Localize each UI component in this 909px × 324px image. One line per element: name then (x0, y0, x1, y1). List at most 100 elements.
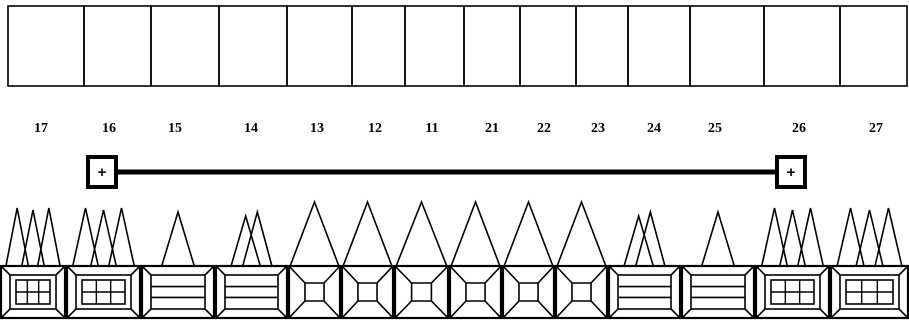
chart-box-26 (764, 6, 840, 86)
crown-outline (682, 266, 754, 318)
tooth-roots (396, 202, 447, 266)
chart-box-23 (576, 6, 628, 86)
tooth-27 (831, 208, 908, 318)
root-outline (6, 208, 28, 266)
crown-outline (609, 266, 680, 318)
tooth-crown (831, 266, 908, 318)
tooth-crown (756, 266, 829, 318)
tooth-roots (624, 212, 665, 266)
tooth-21 (450, 202, 501, 318)
root-outline (504, 202, 553, 266)
tooth-14 (216, 212, 287, 318)
tooth-number-label: 13 (310, 121, 324, 137)
chart-box-11 (405, 6, 464, 86)
tooth-number-label: 27 (869, 121, 883, 137)
tooth-crown (342, 266, 393, 318)
tooth-number-label: 21 (485, 121, 499, 137)
root-outline (38, 208, 60, 266)
tooth-roots (557, 202, 606, 266)
tooth-crown (682, 266, 754, 318)
tooth-roots (343, 202, 392, 266)
tooth-crown (1, 266, 65, 318)
tooth-number-label: 17 (34, 121, 48, 137)
chart-box-12 (352, 6, 405, 86)
root-outline (702, 212, 735, 266)
root-outline (875, 208, 902, 266)
tooth-17 (1, 208, 65, 318)
tooth-15 (142, 212, 214, 318)
tooth-roots (73, 208, 135, 266)
root-outline (73, 208, 99, 266)
root-outline (837, 208, 864, 266)
tooth-crown (395, 266, 448, 318)
tooth-roots (837, 208, 902, 266)
root-outline (557, 202, 606, 266)
root-outline (762, 208, 788, 266)
tooth-number-label: 26 (792, 121, 806, 137)
tooth-number-label: 25 (708, 121, 722, 137)
tooth-13 (289, 202, 340, 318)
tooth-crown (289, 266, 340, 318)
crown-outline (216, 266, 287, 318)
chart-box-13 (287, 6, 352, 86)
tooth-number-label: 23 (591, 121, 605, 137)
root-outline (343, 202, 392, 266)
abutment-symbol: + (98, 164, 107, 181)
chart-box-21 (464, 6, 520, 86)
tooth-number-label: 22 (537, 121, 551, 137)
chart-box-17 (8, 6, 84, 86)
root-outline (451, 202, 500, 266)
chart-box-22 (520, 6, 576, 86)
tooth-number-label: 16 (102, 121, 116, 137)
tooth-roots (6, 208, 60, 266)
tooth-24 (609, 212, 680, 318)
tooth-crown (609, 266, 680, 318)
chart-box-24 (628, 6, 690, 86)
tooth-crown (216, 266, 287, 318)
root-outline (91, 210, 117, 266)
tooth-crown (67, 266, 140, 318)
chart-box-row (8, 6, 907, 86)
tooth-16 (67, 208, 140, 318)
root-outline (798, 208, 824, 266)
root-outline (780, 210, 806, 266)
tooth-26 (756, 208, 829, 318)
chart-box-16 (84, 6, 151, 86)
tooth-number-label: 12 (368, 121, 382, 137)
tooth-25 (682, 212, 754, 318)
tooth-crown (142, 266, 214, 318)
tooth-23 (556, 202, 607, 318)
crown-outline (142, 266, 214, 318)
root-outline (231, 216, 260, 266)
tooth-11 (395, 202, 448, 318)
root-outline (22, 210, 44, 266)
tooth-roots (231, 212, 272, 266)
tooth-number-label: 15 (168, 121, 182, 137)
root-outline (624, 216, 653, 266)
tooth-roots (290, 202, 339, 266)
root-outline (162, 212, 195, 266)
tooth-roots (162, 212, 195, 266)
tooth-roots (451, 202, 500, 266)
root-outline (290, 202, 339, 266)
tooth-roots (702, 212, 735, 266)
chart-box-27 (840, 6, 907, 86)
root-outline (396, 202, 447, 266)
tooth-number-label: 11 (425, 121, 438, 137)
tooth-number-label: 24 (647, 121, 661, 137)
root-outline (856, 210, 883, 266)
tooth-roots (504, 202, 553, 266)
tooth-roots (762, 208, 824, 266)
tooth-22 (503, 202, 554, 318)
tooth-number-label: 14 (244, 121, 258, 137)
tooth-crown (503, 266, 554, 318)
tooth-12 (342, 202, 393, 318)
chart-box-25 (690, 6, 764, 86)
bridge-connector: ++ (88, 157, 805, 187)
tooth-crown (556, 266, 607, 318)
root-outline (109, 208, 135, 266)
chart-box-15 (151, 6, 219, 86)
tooth-row (1, 202, 908, 318)
abutment-symbol: + (787, 164, 796, 181)
